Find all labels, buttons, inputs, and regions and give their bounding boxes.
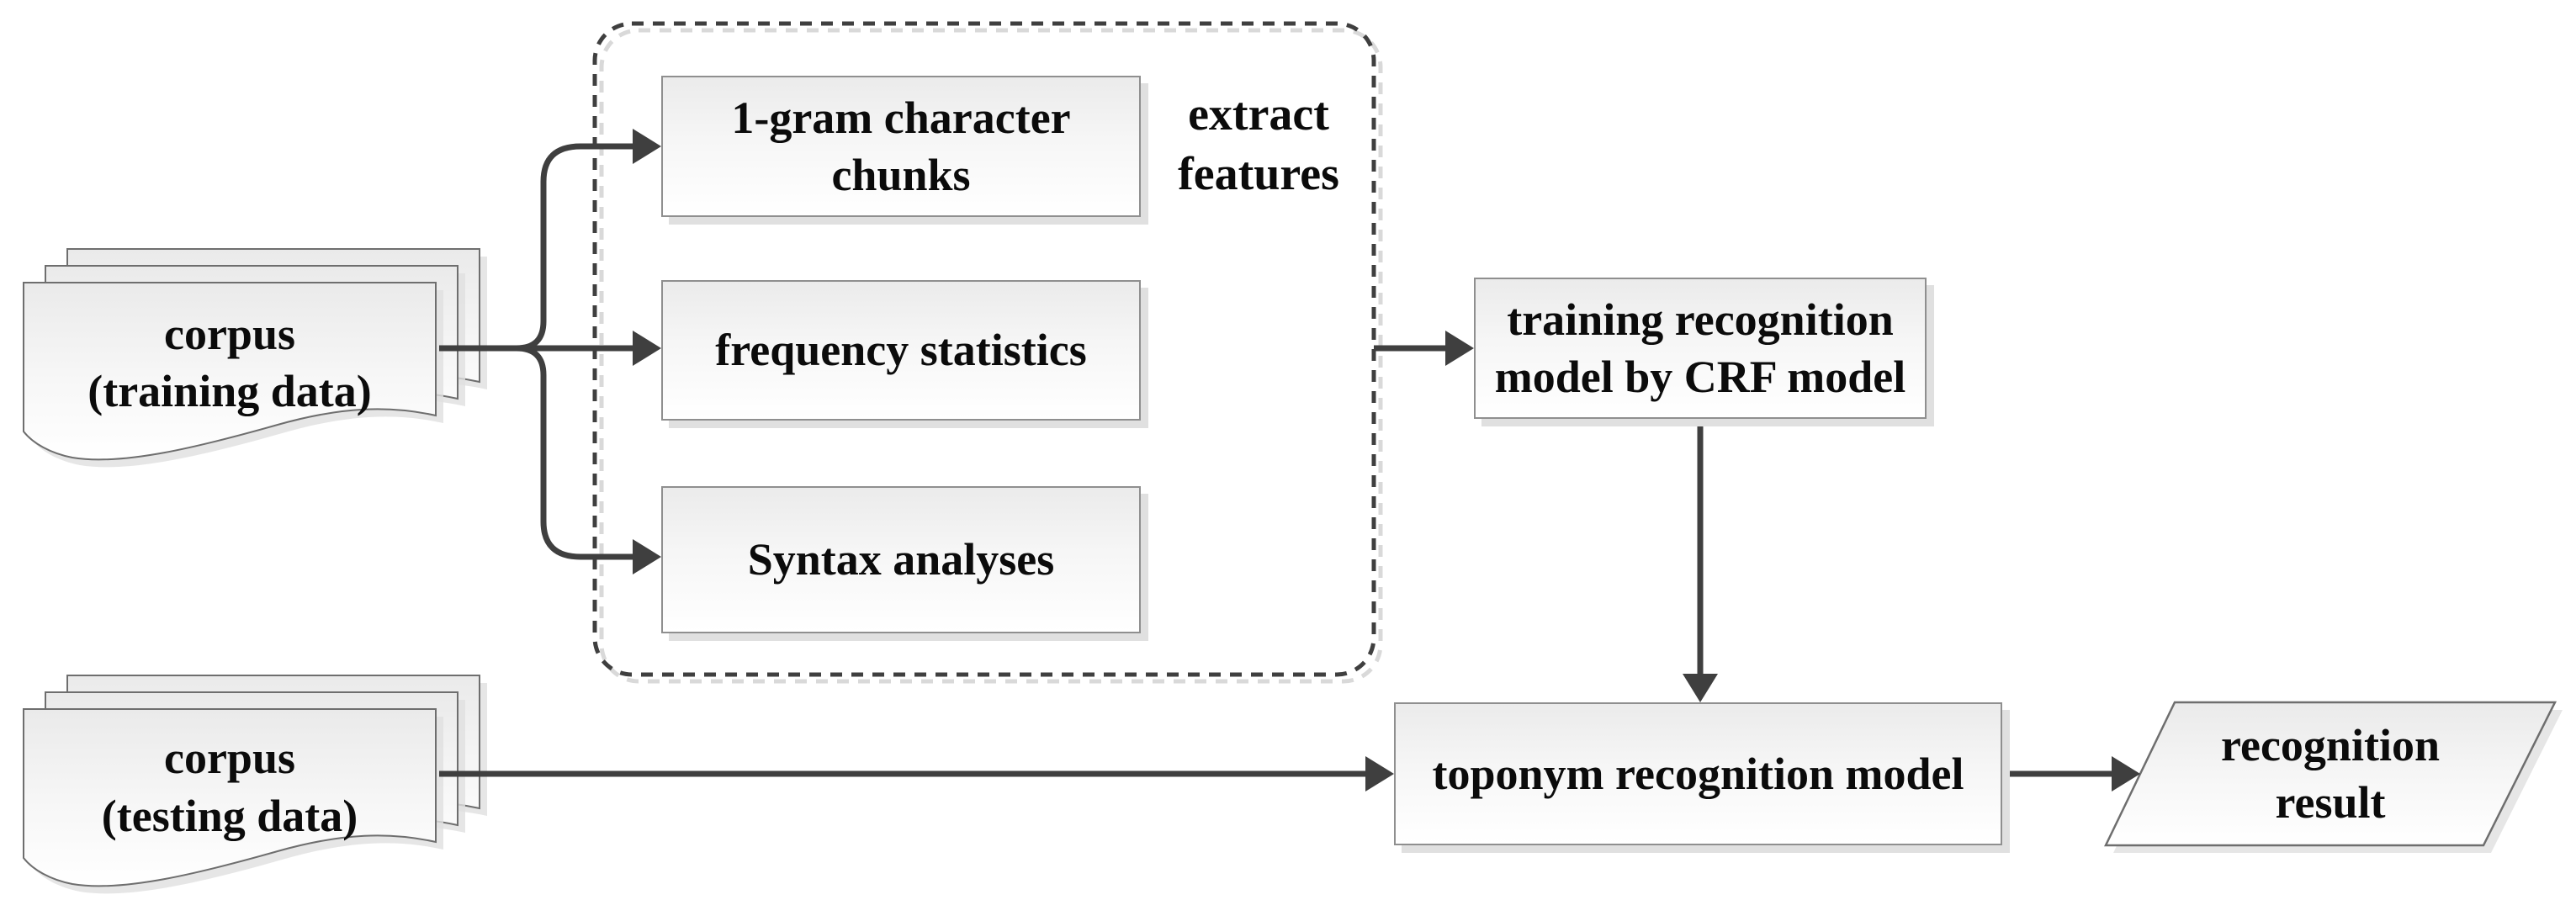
box-syntax-analyses: Syntax analyses xyxy=(661,486,1141,633)
label-line: corpus xyxy=(163,308,295,359)
box-label-line: frequency statistics xyxy=(715,325,1087,376)
label-line: corpus xyxy=(163,733,295,784)
label-line: extract xyxy=(1188,88,1329,141)
box-label-line: 1-gram character xyxy=(731,92,1071,143)
box-crf-training-model: training recognition model by CRF model xyxy=(1474,278,1927,419)
label-line: (training data) xyxy=(87,366,372,416)
parallelogram-recognition-result xyxy=(2104,701,2563,853)
box-label-line: toponym recognition model xyxy=(1432,748,1964,799)
arrowhead-icon xyxy=(633,331,661,366)
arrowhead-icon xyxy=(1445,331,1474,366)
arrowhead-icon xyxy=(633,539,661,574)
box-toponym-recognition-model: toponym recognition model xyxy=(1394,702,2002,845)
document-stack-training xyxy=(23,248,487,468)
feature-group-dashed-shadow xyxy=(599,28,1383,684)
corpus-testing-label: corpus (testing data) xyxy=(24,709,436,888)
document-front xyxy=(23,282,437,461)
arrowhead-icon xyxy=(1683,674,1718,702)
parallelogram-shape xyxy=(2104,701,2557,847)
arrowhead-icon xyxy=(633,129,661,164)
document-stack-testing xyxy=(23,675,487,894)
corpus-training-label: corpus (training data) xyxy=(24,283,436,463)
arrow-training-to-ngram-line xyxy=(516,143,635,352)
label-line: (testing data) xyxy=(101,790,358,841)
arrowhead-icon xyxy=(2112,756,2140,791)
arrow-training-to-syntax-line xyxy=(516,345,635,560)
box-1gram-character-chunks: 1-gram character chunks xyxy=(661,76,1141,217)
label-line: features xyxy=(1178,148,1339,200)
recognition-result-label: recognition result xyxy=(2106,702,2555,845)
box-label-line: Syntax analyses xyxy=(747,534,1055,585)
document-front xyxy=(23,708,437,887)
box-label-line: chunks xyxy=(831,150,971,200)
extract-features-label: extract features xyxy=(1144,82,1373,207)
label-line: recognition xyxy=(2221,719,2440,770)
box-label-line: model by CRF model xyxy=(1494,352,1906,402)
arrowhead-icon xyxy=(1365,756,1394,791)
box-frequency-statistics: frequency statistics xyxy=(661,280,1141,421)
label-line: result xyxy=(2275,777,2386,828)
box-label-line: training recognition xyxy=(1507,294,1894,345)
